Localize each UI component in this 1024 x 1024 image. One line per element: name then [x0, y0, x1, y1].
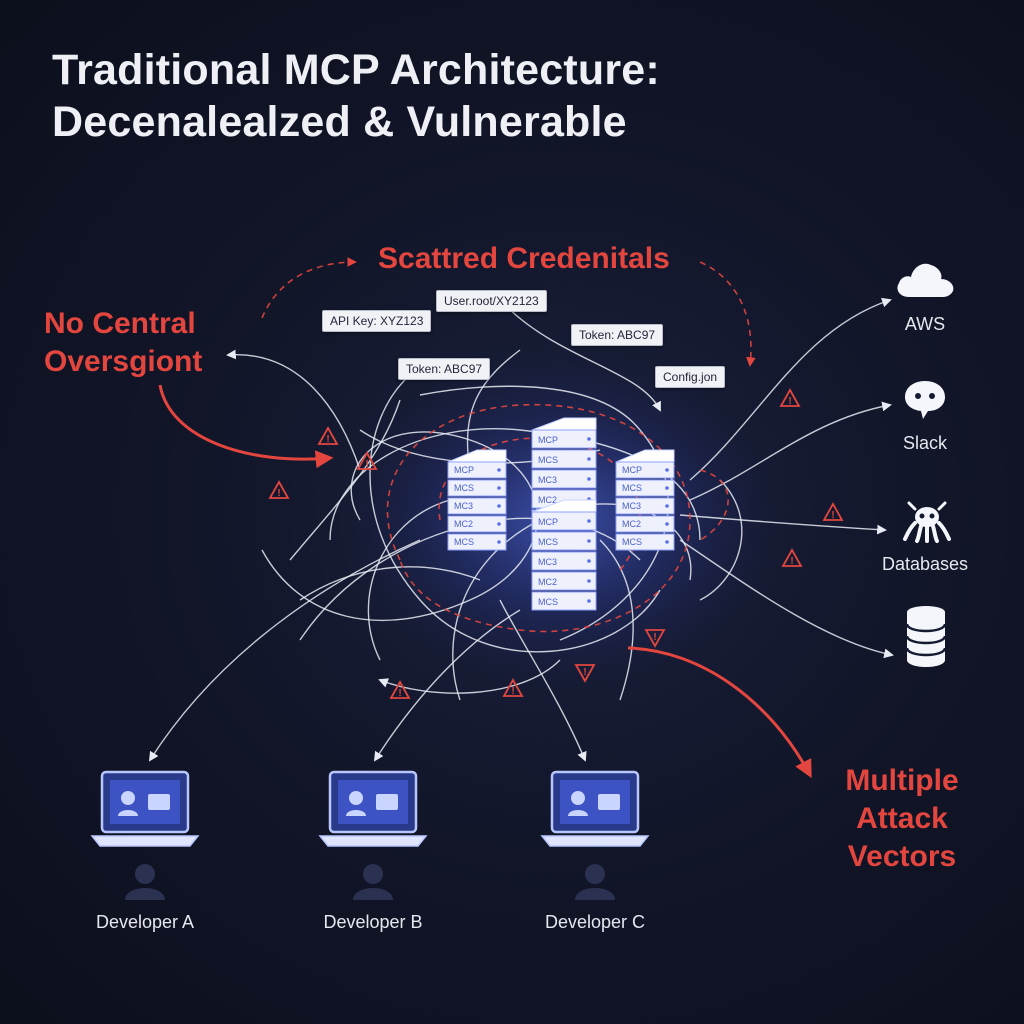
server-led — [587, 477, 591, 481]
server-led — [587, 519, 591, 523]
credential-tag: API Key: XYZ123 — [322, 310, 432, 332]
server-slot-label: MC2 — [538, 495, 557, 505]
warning-icon: ! — [781, 548, 803, 567]
server-led — [587, 579, 591, 583]
warning-icon: ! — [574, 664, 596, 683]
server-led — [665, 468, 669, 472]
credential-tag: Token: ABC97 — [398, 358, 491, 380]
chat-bubble-icon — [905, 381, 945, 419]
svg-text:!: ! — [398, 688, 401, 699]
server-led — [665, 540, 669, 544]
svg-text:!: ! — [583, 667, 586, 678]
developer-c-node — [540, 770, 650, 915]
server-led — [497, 504, 501, 508]
attack-line-2: Attack — [856, 802, 948, 835]
warning-icon: ! — [779, 388, 801, 407]
server-led — [587, 559, 591, 563]
server-slot-label: MC3 — [454, 501, 473, 511]
server-slot-label: MCP — [538, 517, 558, 527]
server-slot-label: MCS — [454, 483, 474, 493]
warning-icon: ! — [389, 680, 411, 699]
server-led — [587, 539, 591, 543]
credential-tag: User.root/XY2123 — [436, 290, 547, 312]
server-slot-label: MC3 — [538, 557, 557, 567]
server-led — [497, 522, 501, 526]
developer-a-node — [90, 770, 200, 915]
svg-text:!: ! — [326, 434, 329, 445]
oversight-line-1: No Central — [44, 307, 196, 340]
server-led — [665, 522, 669, 526]
svg-text:!: ! — [653, 632, 656, 643]
warning-icon: ! — [317, 426, 339, 445]
warning-icon: ! — [822, 502, 844, 521]
server-slot-label: MC3 — [538, 475, 557, 485]
server-slot-label: MCS — [622, 483, 642, 493]
laptop-icon — [90, 770, 200, 900]
server-slot-label: MCS — [538, 597, 558, 607]
server-slot-label: MC2 — [454, 519, 473, 529]
attack-line-3: Vectors — [847, 840, 957, 873]
svg-text:!: ! — [790, 556, 793, 567]
server-slot-label: MCS — [622, 537, 642, 547]
warning-icon: ! — [502, 678, 524, 697]
service-label-aws: AWS — [904, 314, 946, 334]
page-title: Traditional MCP Architecture: Decenaleal… — [52, 44, 660, 148]
developer-label-a: Developer A — [95, 912, 195, 932]
laptop-icon — [540, 770, 650, 900]
attack-vectors-callout: Multiple Attack Vectors — [836, 762, 968, 876]
developer-label-c: Developer C — [544, 912, 646, 932]
attack-line-1: Multiple — [845, 764, 959, 797]
octopus-icon — [903, 501, 951, 543]
server-led — [497, 540, 501, 544]
server-led — [497, 468, 501, 472]
server-slot-label: MCS — [538, 537, 558, 547]
attack-vector-arrow — [627, 646, 812, 779]
server-led — [665, 504, 669, 508]
svg-text:!: ! — [277, 488, 280, 499]
developer-b-node — [318, 770, 428, 915]
server-led — [497, 486, 501, 490]
server-slot-label: MCP — [622, 465, 642, 475]
warning-triangles: ! ! ! ! ! ! ! ! ! ! — [268, 388, 844, 699]
server-slot-label: MCS — [538, 455, 558, 465]
svg-text:!: ! — [831, 510, 834, 521]
service-label-databases: Databases — [881, 554, 969, 574]
server-slot-label: MCP — [454, 465, 474, 475]
svg-text:!: ! — [511, 686, 514, 697]
oversight-line-2: Oversgiont — [44, 345, 203, 378]
warning-icon: ! — [268, 480, 290, 499]
server-led — [665, 486, 669, 490]
no-central-oversight-callout: No Central Oversgiont — [44, 305, 202, 381]
title-line-2: Decenalealzed & Vulnerable — [52, 98, 627, 146]
database-stack-icon — [905, 606, 947, 667]
server-slot-label: MCS — [454, 537, 474, 547]
tangled-wires — [148, 297, 894, 762]
mcp-server-cluster: MCPMCSMC3MC2MCSMCPMCSMC3MC2MCSMCPMCSMC3M… — [447, 417, 675, 611]
oversight-arrow — [158, 384, 334, 469]
server-led — [587, 457, 591, 461]
cloud-icon — [897, 263, 954, 297]
warning-icon: ! — [356, 451, 378, 470]
server-led — [587, 437, 591, 441]
server-slot-label: MC2 — [622, 519, 641, 529]
scattered-credentials-callout: Scattred Credenitals — [378, 242, 670, 275]
svg-text:!: ! — [788, 396, 791, 407]
server-slot-label: MCP — [538, 435, 558, 445]
credential-tag: Config.jon — [655, 366, 726, 388]
laptop-icon — [318, 770, 428, 900]
server-slot-label: MC3 — [622, 501, 641, 511]
credential-tag: Token: ABC97 — [571, 324, 664, 346]
service-label-slack: Slack — [902, 433, 947, 453]
svg-text:!: ! — [365, 459, 368, 470]
server-slot-label: MC2 — [538, 577, 557, 587]
warning-icon: ! — [644, 629, 666, 648]
server-led — [587, 599, 591, 603]
developer-label-b: Developer B — [323, 912, 423, 932]
title-line-1: Traditional MCP Architecture: — [52, 46, 660, 94]
